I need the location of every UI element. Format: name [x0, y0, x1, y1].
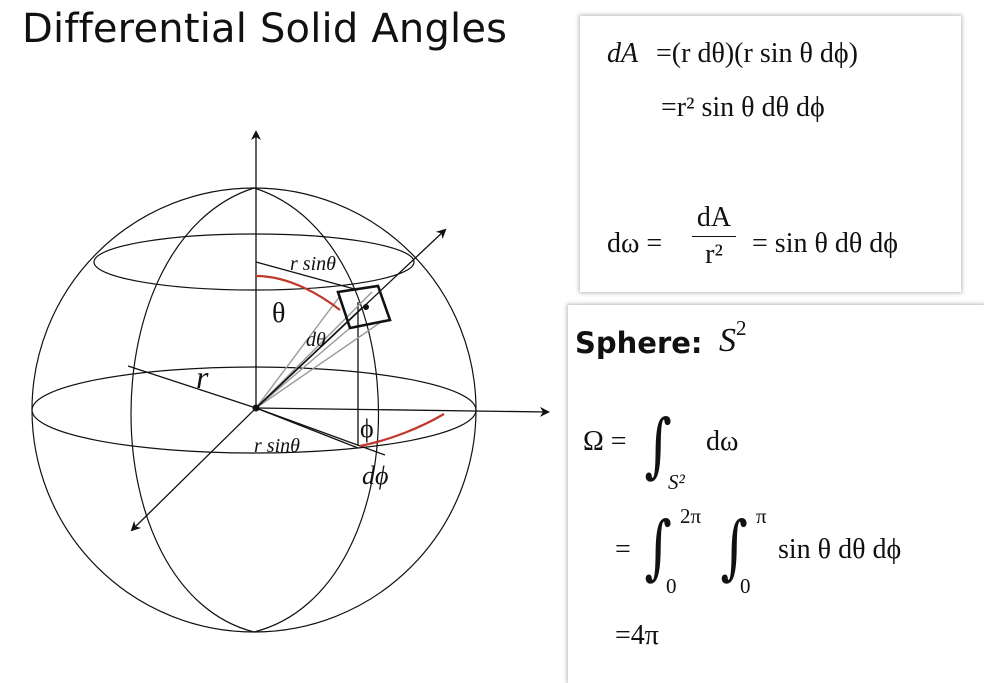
theta-arc [255, 274, 341, 311]
sphere-label: Sphere: [575, 326, 703, 360]
meridian-left [130, 187, 255, 633]
page-title: Differential Solid Angles [22, 6, 508, 52]
solid-angle-rhs: = sin θ dθ dϕ [752, 228, 899, 259]
x-axis [255, 406, 550, 417]
solid-angle-lhs: dω = [607, 228, 663, 259]
equator-ellipse [31, 366, 477, 454]
dphi-label: dϕ [362, 461, 388, 490]
integral-sign-1: ∫ [644, 404, 672, 486]
phi-arc [359, 413, 445, 448]
sphere-integrand: sin θ dθ dϕ [778, 534, 902, 565]
area-patch [336, 284, 392, 330]
origin-point [252, 404, 260, 412]
radius-line [127, 365, 257, 409]
rsin-top-line [255, 261, 359, 291]
r-label: r [196, 359, 209, 395]
latitude-ellipse [93, 233, 415, 291]
solid-angle-fraction: dA r² [692, 202, 736, 271]
area-line1-rhs: =(r dθ)(r sin θ dϕ) [656, 38, 858, 69]
inner-upper-limit: π [756, 504, 767, 528]
dtheta-label: dθ [306, 329, 326, 351]
area-line2-rhs: =r² sin θ dθ dϕ [661, 92, 825, 123]
omega-domain: S² [668, 470, 685, 494]
sphere-formula-box [568, 305, 984, 683]
rsin-bottom-line2 [255, 407, 386, 456]
omega-lhs: Ω = [583, 426, 627, 457]
patch-point [363, 304, 369, 310]
rsin-top-label: r sinθ [290, 253, 336, 275]
meridian-right [253, 187, 379, 633]
inner-lower-limit: 0 [740, 574, 751, 598]
theta-label: θ [272, 298, 285, 329]
sphere-result: =4π [615, 620, 659, 651]
area-formula-box: dA =(r dθ)(r sin θ dϕ) =r² sin θ dθ dϕ d… [580, 16, 961, 292]
fraction-denominator: r² [705, 239, 723, 270]
outer-lower-limit: 0 [666, 574, 677, 598]
fraction-numerator: dA [696, 202, 732, 233]
line2-equals: = [615, 534, 631, 565]
rsin-bottom-label: r sinθ [254, 435, 300, 457]
outer-upper-limit: 2π [680, 504, 702, 528]
integral-sign-inner: ∫ [720, 506, 748, 588]
sphere-symbol: S2 [719, 316, 747, 359]
area-line1-lhs: dA [607, 38, 639, 69]
integral-sign-outer: ∫ [644, 506, 672, 588]
y-axis [130, 407, 257, 532]
phi-label: ϕ [360, 414, 374, 443]
omega-integrand: dω [706, 426, 739, 457]
